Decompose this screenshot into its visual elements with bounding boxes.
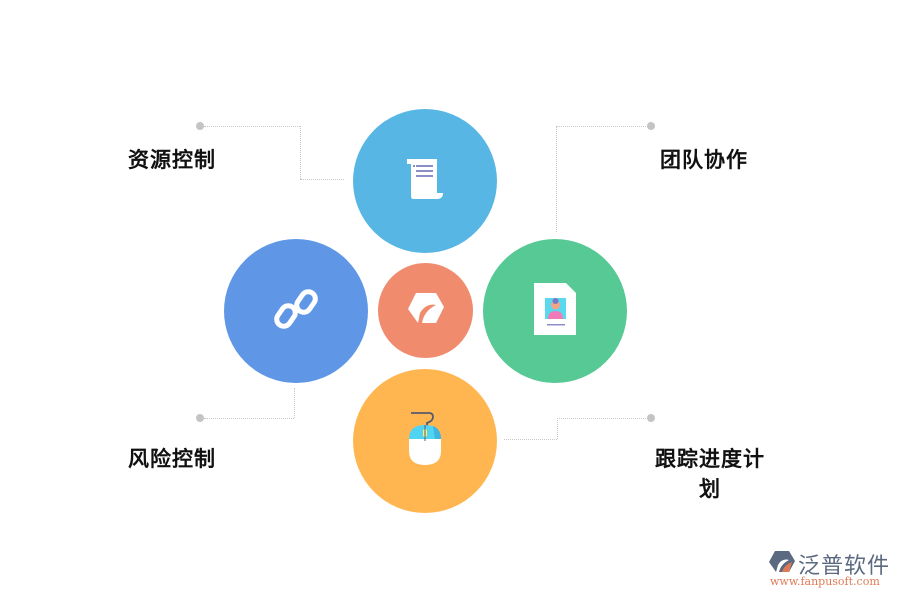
connector-dot-team — [647, 122, 655, 130]
connector-line — [556, 126, 648, 127]
node-resource-control — [353, 109, 497, 253]
connector-line — [300, 126, 301, 179]
connector-dot-risk — [196, 414, 204, 422]
connector-line — [204, 126, 300, 127]
node-center-hub — [378, 263, 473, 358]
watermark-url: www.fanpusoft.com — [770, 575, 880, 588]
connector-line — [294, 388, 295, 418]
connector-dot-tracking — [647, 414, 655, 422]
chain-link-icon — [266, 279, 326, 343]
node-team-collaboration — [483, 239, 627, 383]
connector-line — [556, 126, 557, 232]
connector-line — [557, 418, 558, 439]
fanpu-watermark-icon — [768, 550, 796, 578]
watermark-logo: 泛普软件 www.fanpusoft.com — [768, 548, 892, 592]
label-risk-control: 风险控制 — [128, 447, 216, 471]
watermark-title: 泛普软件 — [798, 554, 891, 579]
connector-line — [300, 179, 344, 180]
profile-card-icon — [532, 281, 578, 341]
scroll-document-icon — [401, 155, 449, 207]
label-tracking-plan-line1: 跟踪进度计 — [655, 447, 765, 471]
label-team-collaboration: 团队协作 — [660, 148, 748, 172]
connector-line — [204, 418, 294, 419]
connector-line — [504, 439, 557, 440]
fanpu-logo-icon — [406, 291, 446, 331]
computer-mouse-icon — [405, 411, 445, 471]
label-tracking-plan-line2: 划 — [699, 477, 721, 501]
connector-line — [557, 418, 648, 419]
node-tracking-plan — [353, 369, 497, 513]
connector-dot-resource — [196, 122, 204, 130]
label-resource-control: 资源控制 — [128, 148, 216, 172]
label-tracking-plan: 跟踪进度计 划 — [648, 444, 772, 504]
node-risk-control — [224, 239, 368, 383]
